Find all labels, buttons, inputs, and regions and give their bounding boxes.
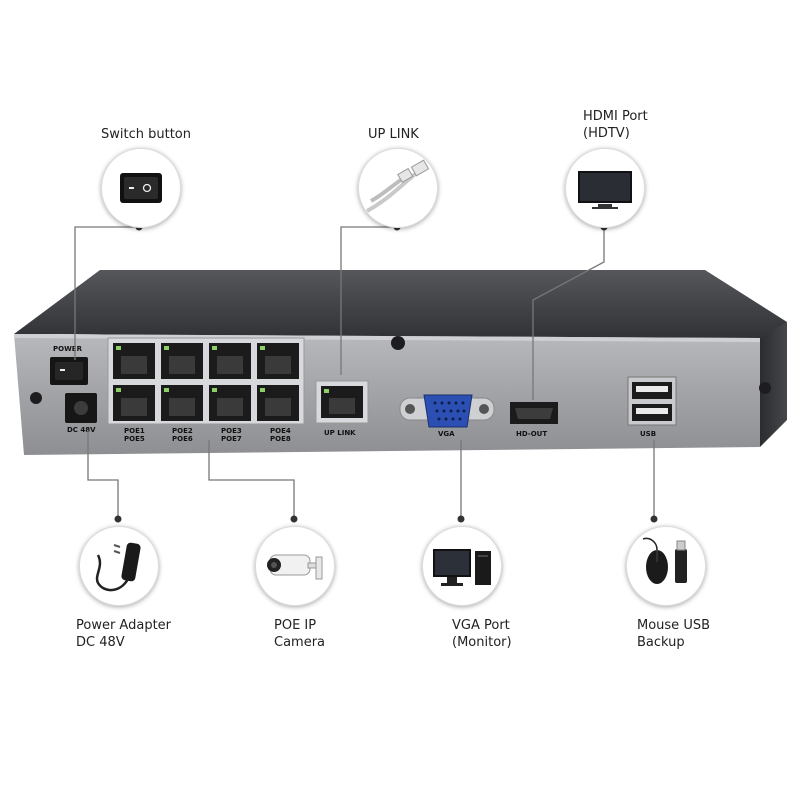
- poe-label-line: POE4: [270, 427, 291, 435]
- label-line: Backup: [637, 635, 685, 650]
- pin: [433, 401, 437, 405]
- hdout-panel-label: HD-OUT: [516, 430, 548, 438]
- led: [260, 388, 265, 392]
- pin: [447, 401, 451, 405]
- vga-pins: [433, 401, 466, 421]
- label-line: HDMI Port: [583, 109, 648, 124]
- poe-label-line: POE8: [270, 435, 291, 443]
- tv-icon: [578, 171, 632, 209]
- callout-power-adapter: [79, 526, 159, 606]
- pin: [442, 409, 446, 413]
- label-line: POE IP: [274, 618, 317, 633]
- led: [212, 346, 217, 350]
- power-label: POWER: [53, 345, 82, 353]
- callout-mouse-usb: [626, 526, 706, 606]
- dc-jack-hole: [74, 401, 88, 415]
- port-inner: [121, 356, 147, 374]
- pin: [458, 417, 462, 421]
- device-right-side: [760, 322, 787, 447]
- led: [164, 388, 169, 392]
- monitor-icon: [433, 549, 491, 586]
- poe-label-1-5: POE1 POE5: [124, 427, 145, 443]
- port-inner: [265, 398, 291, 416]
- label-line: VGA Port: [452, 618, 510, 633]
- callout-switch-button: [101, 148, 181, 228]
- device-top-cover: [14, 270, 787, 342]
- usb-port-tongue: [636, 408, 668, 414]
- pin: [462, 409, 466, 413]
- pin: [449, 409, 453, 413]
- poe-label-line: POE3: [221, 427, 242, 435]
- camera-icon: [267, 554, 323, 580]
- screw-icon: [391, 336, 405, 350]
- pin: [451, 417, 455, 421]
- label-line: Power Adapter: [76, 618, 172, 633]
- port-inner: [169, 398, 195, 416]
- label-line: (HDTV): [583, 126, 630, 141]
- pin: [461, 401, 465, 405]
- led: [116, 346, 121, 350]
- callout-hdmi: [565, 148, 645, 228]
- uplink-port-socket: [329, 398, 355, 414]
- poe-label-line: POE2: [172, 427, 193, 435]
- led: [260, 346, 265, 350]
- label-line: (Monitor): [452, 635, 512, 650]
- label-line: DC 48V: [76, 635, 125, 650]
- poe-label-line: POE5: [124, 435, 145, 443]
- label-power-adapter: Power Adapter DC 48V: [76, 617, 171, 651]
- led: [212, 388, 217, 392]
- pin: [440, 401, 444, 405]
- usb-panel-label: USB: [640, 430, 657, 438]
- label-line: Mouse USB: [637, 618, 710, 633]
- uplink-panel-label: UP LINK: [324, 429, 356, 437]
- poe-label-line: POE7: [221, 435, 242, 443]
- label-line: UP LINK: [368, 127, 419, 142]
- label-line: Camera: [274, 635, 326, 650]
- power-switch-mark: [60, 369, 65, 371]
- poe-label-2-6: POE2 POE6: [172, 427, 193, 443]
- power-switch-rocker: [55, 362, 83, 380]
- poe-label-3-7: POE3 POE7: [221, 427, 242, 443]
- poe-label-4-8: POE4 POE8: [270, 427, 291, 443]
- pin: [454, 401, 458, 405]
- label-vga-port: VGA Port (Monitor): [452, 617, 512, 651]
- port-inner: [217, 398, 243, 416]
- callout-poe-camera: [255, 526, 335, 606]
- mouse-usb-icon: [642, 537, 687, 584]
- power-adapter-icon: [95, 542, 141, 592]
- port-inner: [121, 398, 147, 416]
- vga-screw-icon: [479, 404, 489, 414]
- pin: [435, 409, 439, 413]
- ethernet-cable-icon: [366, 159, 430, 213]
- label-line: Switch button: [101, 127, 191, 142]
- label-poe-camera: POE IP Camera: [274, 617, 325, 651]
- callout-vga-monitor: [422, 526, 502, 606]
- port-inner: [217, 356, 243, 374]
- screw-icon: [759, 382, 771, 394]
- dc-label: DC 48V: [67, 426, 96, 434]
- poe-label-line: POE1: [124, 427, 145, 435]
- label-hdmi-port: HDMI Port (HDTV): [583, 108, 648, 142]
- hdmi-port-socket: [515, 408, 553, 419]
- callout-uplink: [358, 148, 438, 228]
- vga-screw-icon: [405, 404, 415, 414]
- uplink-port-led: [324, 389, 329, 393]
- label-mouse-usb: Mouse USB Backup: [637, 617, 710, 651]
- screw-icon: [30, 392, 42, 404]
- port-inner: [265, 356, 291, 374]
- switch-button-icon: [120, 173, 162, 203]
- pin: [456, 409, 460, 413]
- label-uplink: UP LINK: [368, 126, 419, 143]
- led: [116, 388, 121, 392]
- pin: [437, 417, 441, 421]
- label-switch-button: Switch button: [101, 126, 191, 143]
- pin: [444, 417, 448, 421]
- poe-port-inner: [121, 356, 291, 416]
- led: [164, 346, 169, 350]
- usb-port-tongue: [636, 386, 668, 392]
- port-inner: [169, 356, 195, 374]
- poe-label-line: POE6: [172, 435, 193, 443]
- vga-panel-label: VGA: [438, 430, 455, 438]
